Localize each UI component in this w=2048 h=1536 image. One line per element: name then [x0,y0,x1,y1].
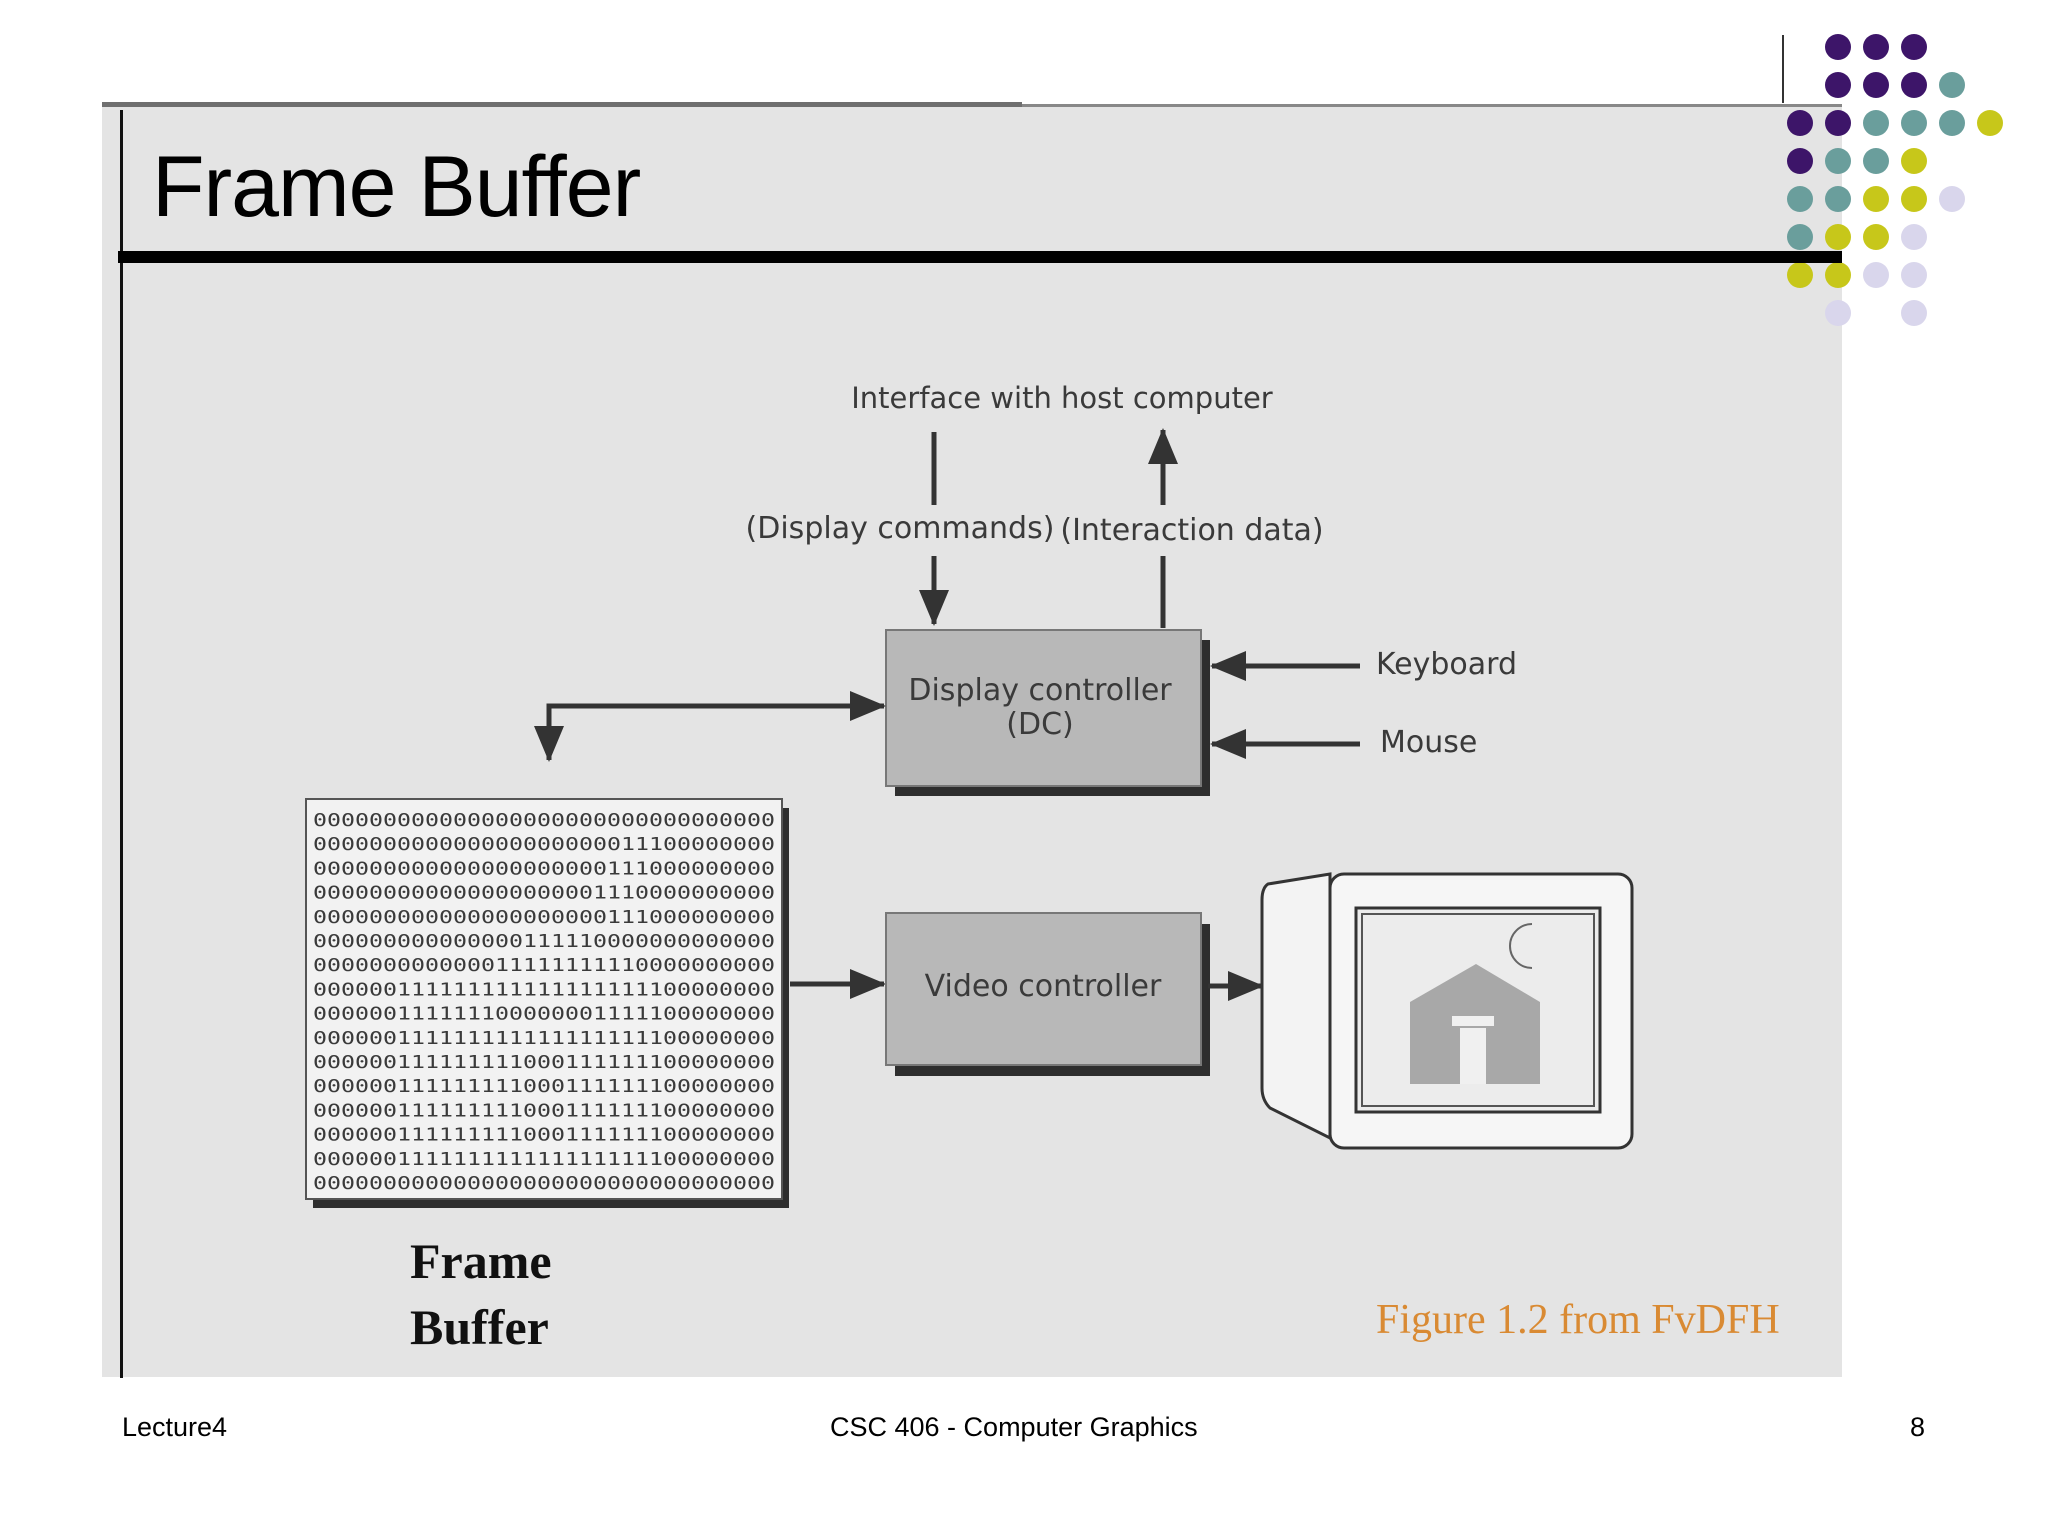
bit-row: 000000000000000000000000000000000 [313,811,775,831]
footer-lecture: Lecture4 [122,1412,228,1442]
top-rule-right [1022,104,1842,107]
bit-row: 000000000000000000001110000000000 [313,884,775,904]
bit-row: 000000000000000000000111000000000 [313,908,775,928]
display-commands-label: (Display commands) [746,511,1055,546]
bit-row: 000000000000000000000000000000000 [313,1174,775,1194]
left-rule [120,110,123,1378]
mouse-label: Mouse [1380,725,1477,760]
top-rule [102,102,1022,107]
bit-row: 000000000000000000000111000000000 [313,859,775,879]
display-controller-label-line2: (DC) [1006,707,1073,742]
interface-label: Interface with host computer [851,381,1273,415]
display-controller-box [885,629,1202,787]
dc-to-frame-buffer-line [534,703,852,762]
bit-row: 000000111111111000111111100000000 [313,1053,775,1073]
display-controller-label-line1: Display controller [908,673,1172,708]
video-controller-label: Video controller [925,969,1162,1004]
footer-page-number: 8 [1910,1412,1926,1442]
title-rule [118,251,1842,263]
frame-buffer-bits: 000000000000000000000000000000000 0000000… [313,811,775,1194]
figure-caption: Figure 1.2 from FvDFH [1376,1297,1780,1343]
slide-title: Frame Buffer [152,139,641,235]
bit-row: 000000111111111000111111100000000 [313,1101,775,1121]
bit-row: 000000111111111000111111100000000 [313,1077,775,1097]
video-controller-box [885,912,1202,1066]
bit-row: 000000000000000000000011100000000 [313,835,775,855]
frame-buffer-label-line2: Buffer [410,1299,549,1355]
corner-tick [1782,35,1784,103]
bit-row: 000000111111100000001111100000000 [313,1005,775,1025]
frame-buffer-grid [305,798,783,1200]
bit-row: 000000000000000111110000000000000 [313,932,775,952]
frame-buffer-label: Frame Buffer [410,1228,552,1360]
bit-row: 000000111111111111111111100000000 [313,1150,775,1170]
monitor-illustration [1260,872,1634,1150]
frame-buffer-label-line1: Frame [410,1233,552,1289]
bit-row: 000000000000011111111110000000000 [313,956,775,976]
keyboard-label: Keyboard [1376,647,1517,682]
interaction-data-label: (Interaction data) [1060,513,1323,548]
bit-row: 000000111111111111111111100000000 [313,1029,775,1049]
footer-course: CSC 406 - Computer Graphics [830,1412,1198,1442]
bit-row: 000000111111111000111111100000000 [313,1126,775,1146]
bit-row: 000000111111111111111111100000000 [313,980,775,1000]
